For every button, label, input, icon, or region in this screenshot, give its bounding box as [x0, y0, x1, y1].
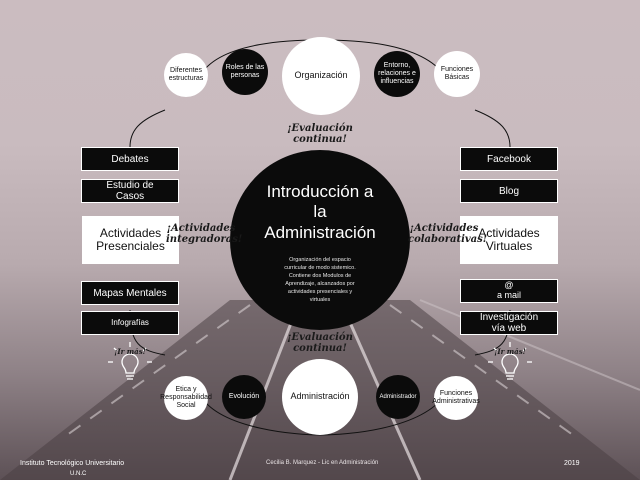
box-mapas-mentales[interactable]: Mapas Mentales [81, 281, 179, 305]
box-label: Actividades Virtuales [478, 225, 540, 253]
node-label: Roles de las personas [225, 64, 265, 79]
annotation-evaluacion-top: ¡Evaluación continua! [287, 123, 353, 145]
box-label: Estudio de Casos [106, 180, 154, 202]
central-title: Introducción a la Administración [264, 182, 376, 243]
at-icon: @ [504, 280, 514, 291]
annotation-colaborativas: ¡Actividades colaborativas! [408, 223, 488, 245]
central-title-line: Introducción a [266, 182, 374, 201]
node-funciones-basicas[interactable]: Funciones Básicas [434, 51, 480, 97]
node-roles-personas[interactable]: Roles de las personas [222, 49, 268, 95]
node-label: Etica y Responsabilidad Social [160, 386, 212, 409]
box-mail[interactable]: @ a mail [460, 279, 558, 303]
box-label: Debates [111, 153, 149, 165]
box-label: Infografías [111, 317, 149, 327]
box-label: a mail [496, 290, 521, 300]
box-blog[interactable]: Blog [460, 179, 558, 203]
node-entorno[interactable]: Entorno, relaciones e influencias [374, 51, 420, 97]
box-label: Facebook [487, 153, 531, 165]
node-funciones-administrativas[interactable]: Funciones Administrativas [432, 376, 480, 420]
box-infografias[interactable]: Infografías [81, 311, 179, 335]
node-label: Evolución [228, 393, 260, 401]
box-estudio-casos[interactable]: Estudio de Casos [81, 179, 179, 203]
box-actividades-virtuales[interactable]: Actividades Virtuales [460, 216, 558, 264]
node-label: Administrador [379, 393, 417, 400]
node-evolucion[interactable]: Evolución [222, 375, 266, 419]
node-label: Entorno, relaciones e influencias [378, 62, 416, 85]
node-administracion[interactable]: Administración [282, 359, 358, 435]
box-label: Blog [498, 185, 519, 197]
node-label: Diferentes estructuras [168, 67, 204, 82]
box-investigacion-web[interactable]: Investigación vía web [460, 311, 558, 335]
box-label: Actividades Presenciales [96, 225, 165, 253]
central-title-line: la [313, 202, 327, 222]
node-label: Funciones Administrativas [432, 390, 480, 405]
node-etica-responsabilidad[interactable]: Etica y Responsabilidad Social [160, 376, 212, 420]
node-label: Organización [294, 70, 348, 81]
box-debates[interactable]: Debates [81, 147, 179, 171]
annotation-ir-mas-left: ¡Ir más! [114, 347, 146, 356]
central-title-line: Administración [264, 222, 376, 242]
node-organizacion[interactable]: Organización [282, 37, 360, 115]
node-label: Funciones Básicas [440, 66, 474, 81]
central-description: Organización del espacio curricular de m… [284, 257, 356, 304]
node-diferentes-estructuras[interactable]: Diferentes estructuras [164, 53, 208, 97]
node-administrador[interactable]: Administrador [376, 375, 420, 419]
annotation-integradoras: ¡Actividades integradoras! [166, 223, 243, 245]
node-label: Administración [290, 391, 350, 402]
box-facebook[interactable]: Facebook [460, 147, 558, 171]
box-actividades-presenciales[interactable]: Actividades Presenciales [82, 216, 179, 264]
footer-author: Cecilia B. Marquez - Lic en Administraci… [266, 460, 379, 466]
annotation-evaluacion-bottom: ¡Evaluación continua! [287, 332, 353, 354]
footer-year: 2019 [564, 460, 580, 467]
box-label: Mapas Mentales [93, 287, 167, 299]
footer-institute-sub: U.N.C [70, 471, 87, 477]
lightbulb-icon [488, 342, 532, 380]
box-label: Investigación vía web [479, 312, 539, 334]
footer-institute: Instituto Tecnológico Universitario [20, 460, 125, 467]
lightbulb-icon [108, 342, 152, 380]
node-introduccion-administracion[interactable]: Introducción a la Administración Organiz… [230, 150, 410, 330]
annotation-ir-mas-right: ¡Ir más! [494, 347, 526, 356]
